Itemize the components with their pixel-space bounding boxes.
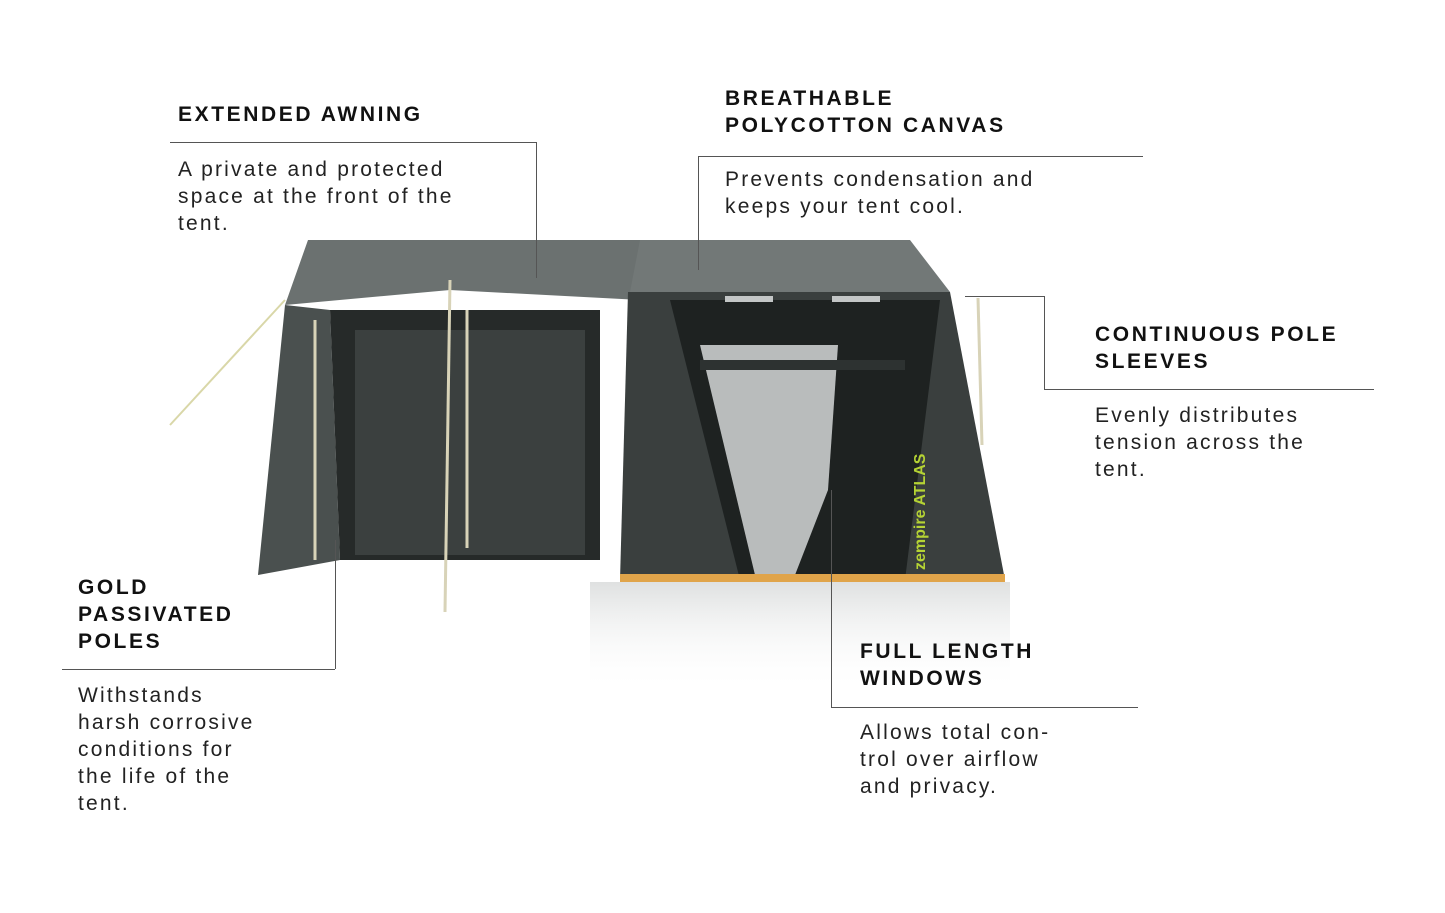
- awning-side-wall: [258, 305, 340, 575]
- callout-line: [965, 296, 1044, 297]
- callout-title-pole-sleeves: CONTINUOUS POLE SLEEVES: [1095, 323, 1339, 373]
- tent-floor: [620, 574, 1005, 582]
- callout-line: [698, 156, 699, 270]
- callout-title-polycotton-canvas: BREATHABLE POLYCOTTON CANVAS: [725, 87, 1006, 137]
- callout-line: [536, 142, 537, 278]
- callout-line: [62, 669, 335, 670]
- callout-text-extended-awning: A private and protected space at the fro…: [178, 158, 454, 235]
- callout-line: [1044, 296, 1045, 389]
- callout-line: [698, 156, 1143, 157]
- callout-line: [831, 707, 1138, 708]
- callout-text-pole-sleeves: Evenly distributes tension across the te…: [1095, 404, 1306, 481]
- callout-title-gold-poles: GOLD PASSIVATED POLES: [78, 576, 234, 653]
- callout-line: [1044, 389, 1374, 390]
- callout-text-polycotton-canvas: Prevents condensation and keeps your ten…: [725, 168, 1035, 218]
- callout-line: [170, 142, 536, 143]
- awning-back: [355, 330, 585, 555]
- awning-roof: [285, 240, 640, 305]
- callout-text-full-length-windows: Allows total con- trol over airflow and …: [860, 721, 1051, 798]
- guy-rope: [169, 299, 286, 426]
- callout-line: [831, 490, 832, 707]
- callout-text-gold-poles: Withstands harsh corrosive conditions fo…: [78, 684, 255, 815]
- roof-vent: [725, 296, 773, 302]
- window-mesh: [700, 345, 838, 575]
- tent-roof: [630, 240, 950, 292]
- poles: [313, 279, 984, 613]
- window-bar: [700, 360, 905, 370]
- brand-logo: zempire ATLAS: [912, 453, 929, 570]
- roof-vent: [832, 296, 880, 302]
- callout-title-full-length-windows: FULL LENGTH WINDOWS: [860, 640, 1035, 690]
- callout-title-extended-awning: EXTENDED AWNING: [178, 103, 423, 126]
- floor-reflection: [590, 582, 1010, 692]
- callout-line: [335, 540, 336, 669]
